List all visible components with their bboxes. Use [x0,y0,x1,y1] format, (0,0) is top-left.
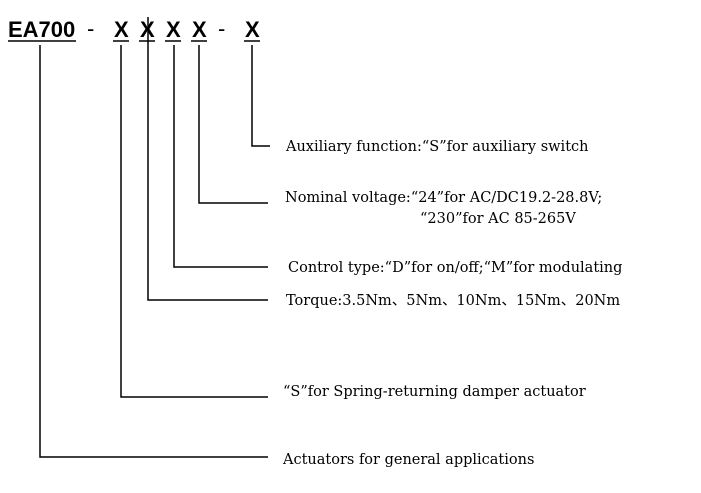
leader-line-spring [120,45,268,398]
leader-line-voltage [198,45,268,204]
model-code: EA700 - X X X X - X [8,16,260,42]
general-applications-description: Actuators for general applications [282,452,534,468]
nominal-voltage-description-line2: “230”for AC 85-265V [420,211,576,227]
torque-description: Torque:3.5Nm、5Nm、10Nm、15Nm、20Nm [286,293,620,309]
leader-line-auxiliary [251,45,270,147]
auxiliary-function-description: Auxiliary function:“S”for auxiliary swit… [285,139,588,155]
dash-separator: - [87,16,94,41]
leader-line-torque [147,17,268,301]
leader-line-general [39,45,268,458]
leader-line-control [173,45,268,268]
placeholder-control: X [166,17,181,42]
dash-separator: - [218,16,225,41]
spring-return-description: “S”for Spring-returning damper actuator [283,384,586,400]
nominal-voltage-description: Nominal voltage:“24”for AC/DC19.2-28.8V; [285,190,602,206]
placeholder-voltage: X [192,17,207,42]
placeholder-spring: X [114,17,129,42]
placeholder-auxiliary: X [245,17,260,42]
model-prefix: EA700 [8,17,75,42]
control-type-description: Control type:“D”for on/off;“M”for modula… [288,260,622,276]
